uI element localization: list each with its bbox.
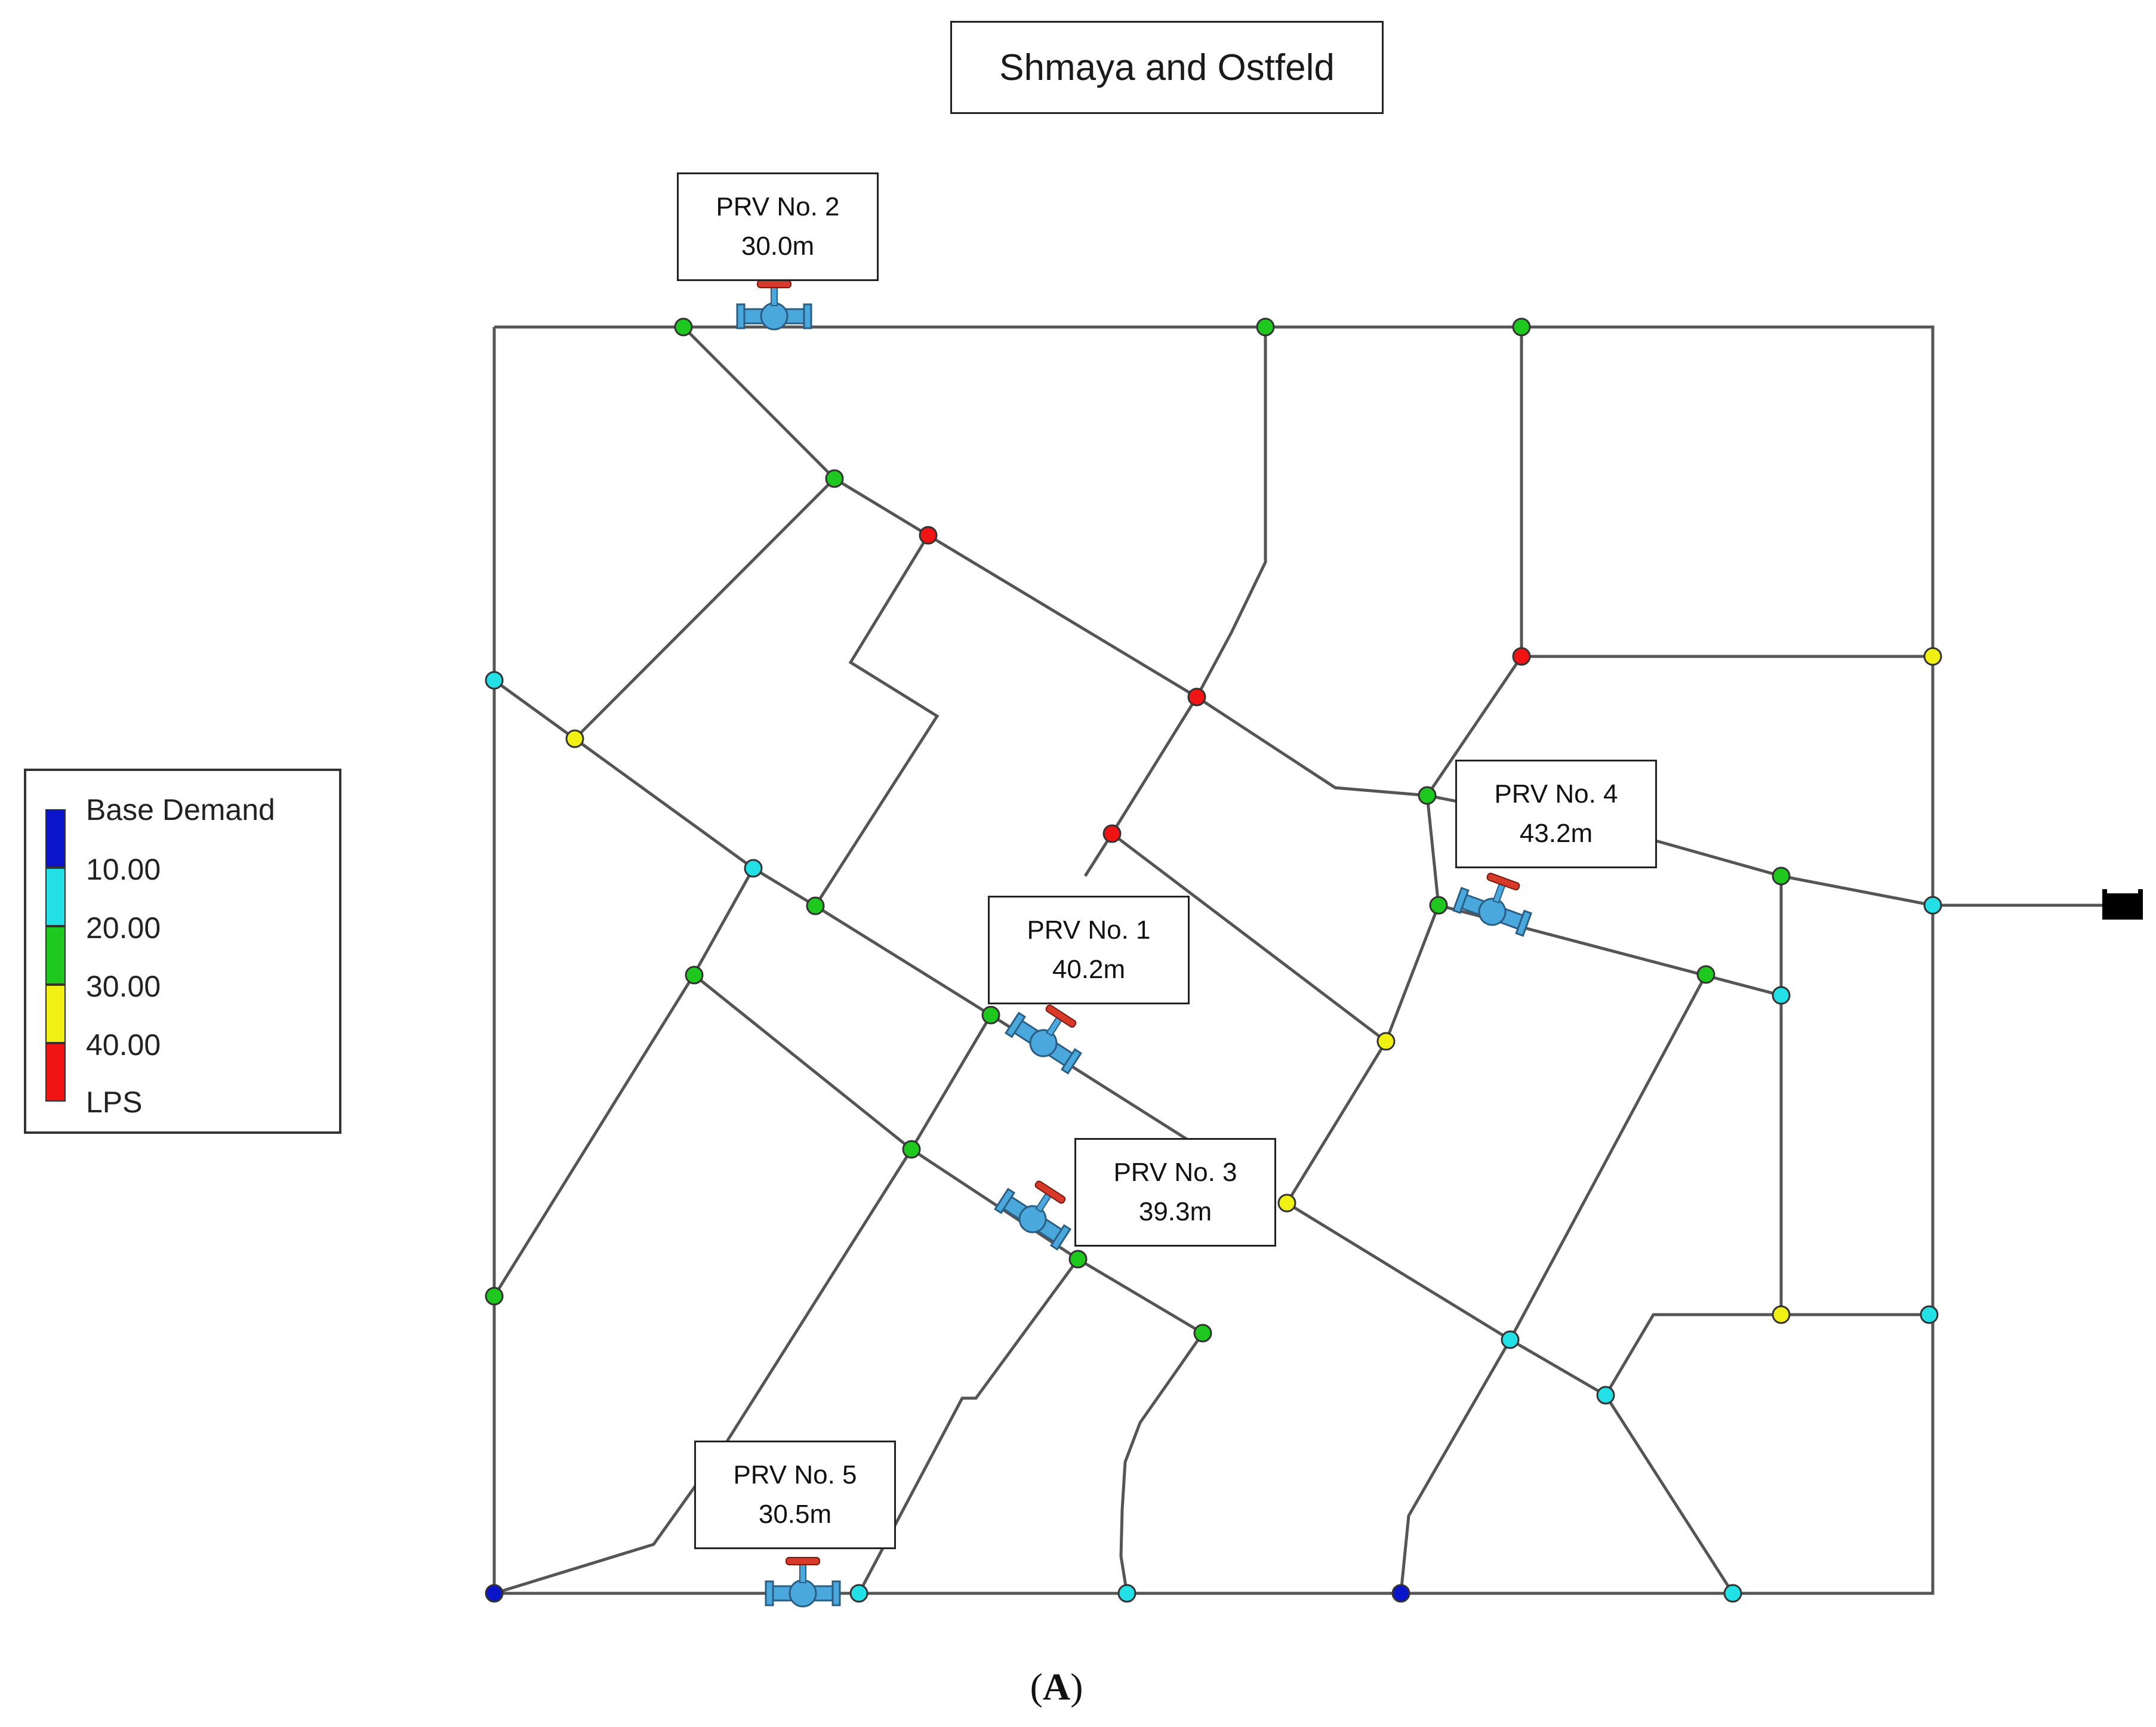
- prv-label-4: PRV No. 4 43.2m: [1455, 760, 1657, 868]
- legend-swatch-yellow: [45, 985, 66, 1043]
- pipe-18: [1286, 1201, 1735, 1595]
- junction-node: [1277, 1194, 1296, 1213]
- pipe-15: [1111, 832, 1387, 1043]
- junction-node: [1512, 647, 1531, 666]
- junction-node: [1193, 1324, 1212, 1343]
- junction-node: [1117, 1584, 1136, 1603]
- pipe-19: [1399, 973, 1708, 1594]
- junction-node: [919, 526, 938, 545]
- junction-node: [981, 1006, 1000, 1025]
- legend-swatch-green: [45, 926, 66, 985]
- prv-setting: 40.2m: [1052, 955, 1126, 984]
- pipe-3: [574, 477, 836, 740]
- prv-label-3: PRV No. 3 39.3m: [1074, 1138, 1276, 1247]
- prv-setting: 30.5m: [758, 1500, 832, 1529]
- prv-setting: 43.2m: [1519, 819, 1593, 848]
- junction-node: [1772, 866, 1791, 886]
- prv-setting: 30.0m: [741, 232, 815, 261]
- junction-node: [1429, 896, 1448, 915]
- junction-layer: [485, 317, 1942, 1603]
- prv-label-1: PRV No. 1 40.2m: [988, 896, 1190, 1004]
- junction-node: [1512, 317, 1531, 337]
- junction-node: [485, 1584, 504, 1603]
- junction-node: [1596, 1386, 1615, 1405]
- pipe-13: [492, 867, 755, 1297]
- pipe-0: [492, 325, 1935, 1595]
- tank-icon: [2102, 889, 2143, 920]
- pipe-14: [693, 974, 1204, 1335]
- junction-node: [1923, 647, 1942, 666]
- junction-node: [1772, 1305, 1791, 1324]
- junction-node: [1772, 986, 1791, 1005]
- legend-tick-40: 40.00: [86, 1028, 161, 1062]
- prv-name: PRV No. 2: [716, 192, 840, 221]
- junction-node: [674, 317, 693, 337]
- pipe-7: [1425, 655, 1523, 797]
- pipe-4: [814, 534, 940, 907]
- legend-swatch-blue: [45, 809, 66, 868]
- junction-node: [1391, 1584, 1410, 1603]
- pipe-network: [492, 325, 2102, 1595]
- junction-node: [485, 1287, 504, 1306]
- legend-tick-10: 10.00: [86, 853, 161, 886]
- pipe-21: [857, 1258, 1080, 1595]
- legend-tick-30: 30.00: [86, 970, 161, 1003]
- prv-5-valve-icon: [765, 1557, 841, 1608]
- junction-node: [485, 671, 504, 690]
- junction-node: [1256, 317, 1275, 337]
- pipe-5: [1083, 327, 1267, 877]
- pipe-2: [682, 326, 1428, 797]
- legend-tick-20: 20.00: [86, 911, 161, 945]
- prv-name: PRV No. 3: [1113, 1158, 1237, 1187]
- valve-layer: [736, 280, 1533, 1608]
- figure-caption: (A): [1030, 1666, 1083, 1708]
- pipe-6: [1520, 327, 1933, 658]
- prv-setting: 39.3m: [1138, 1197, 1212, 1226]
- junction-node: [806, 896, 825, 915]
- junction-node: [1723, 1584, 1742, 1603]
- pipe-22: [1119, 1332, 1205, 1594]
- prv-name: PRV No. 5: [733, 1460, 857, 1489]
- junction-node: [1923, 896, 1942, 915]
- legend-title: Base Demand: [86, 793, 275, 827]
- junction-node: [1501, 1330, 1520, 1349]
- prv-name: PRV No. 4: [1494, 779, 1618, 809]
- prv-name: PRV No. 1: [1027, 915, 1151, 945]
- diagram-title: Shmaya and Ostfeld: [950, 21, 1384, 114]
- prv-label-5: PRV No. 5 30.5m: [694, 1441, 896, 1549]
- legend-unit: LPS: [86, 1085, 143, 1119]
- junction-node: [1187, 687, 1206, 707]
- junction-node: [902, 1140, 921, 1159]
- junction-node: [565, 729, 584, 748]
- legend-swatch-red: [45, 1043, 66, 1102]
- junction-node: [1696, 965, 1715, 984]
- junction-node: [1418, 786, 1437, 805]
- junction-node: [1068, 1250, 1088, 1269]
- prv-3-valve-icon: [994, 1180, 1071, 1251]
- prv-2-valve-icon: [736, 280, 812, 331]
- pipe-16: [1285, 795, 1440, 1204]
- junction-node: [744, 859, 763, 878]
- junction-node: [1920, 1305, 1939, 1324]
- junction-node: [685, 966, 704, 985]
- junction-node: [1376, 1032, 1396, 1051]
- diagram-title-text: Shmaya and Ostfeld: [999, 47, 1335, 88]
- figure-caption-letter: A: [1042, 1666, 1071, 1708]
- junction-node: [1102, 824, 1122, 843]
- junction-node: [849, 1584, 868, 1603]
- pipe-11: [1604, 1313, 1781, 1396]
- legend-swatch-cyan: [45, 868, 66, 926]
- prv-label-2: PRV No. 2 30.0m: [677, 172, 879, 281]
- junction-node: [825, 469, 844, 488]
- legend: Base Demand 10.00 20.00 30.00 40.00 LPS: [24, 769, 341, 1134]
- prv-1-valve-icon: [1005, 1004, 1082, 1075]
- prv-4-valve-icon: [1452, 872, 1533, 937]
